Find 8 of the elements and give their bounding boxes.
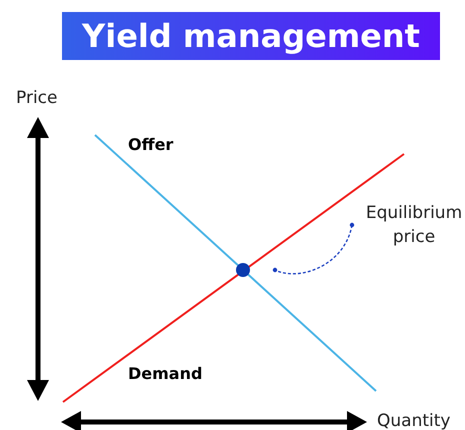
equilibrium-point [236, 263, 250, 277]
leader-line [272, 222, 354, 274]
title-banner: Yield management [62, 12, 440, 60]
callout-label: Equilibrium price [358, 201, 465, 249]
curve-label: Demand [128, 364, 202, 383]
axis-label: Price [16, 88, 58, 108]
axis-label: Quantity [377, 411, 450, 430]
curve-label: Offer [128, 135, 174, 154]
